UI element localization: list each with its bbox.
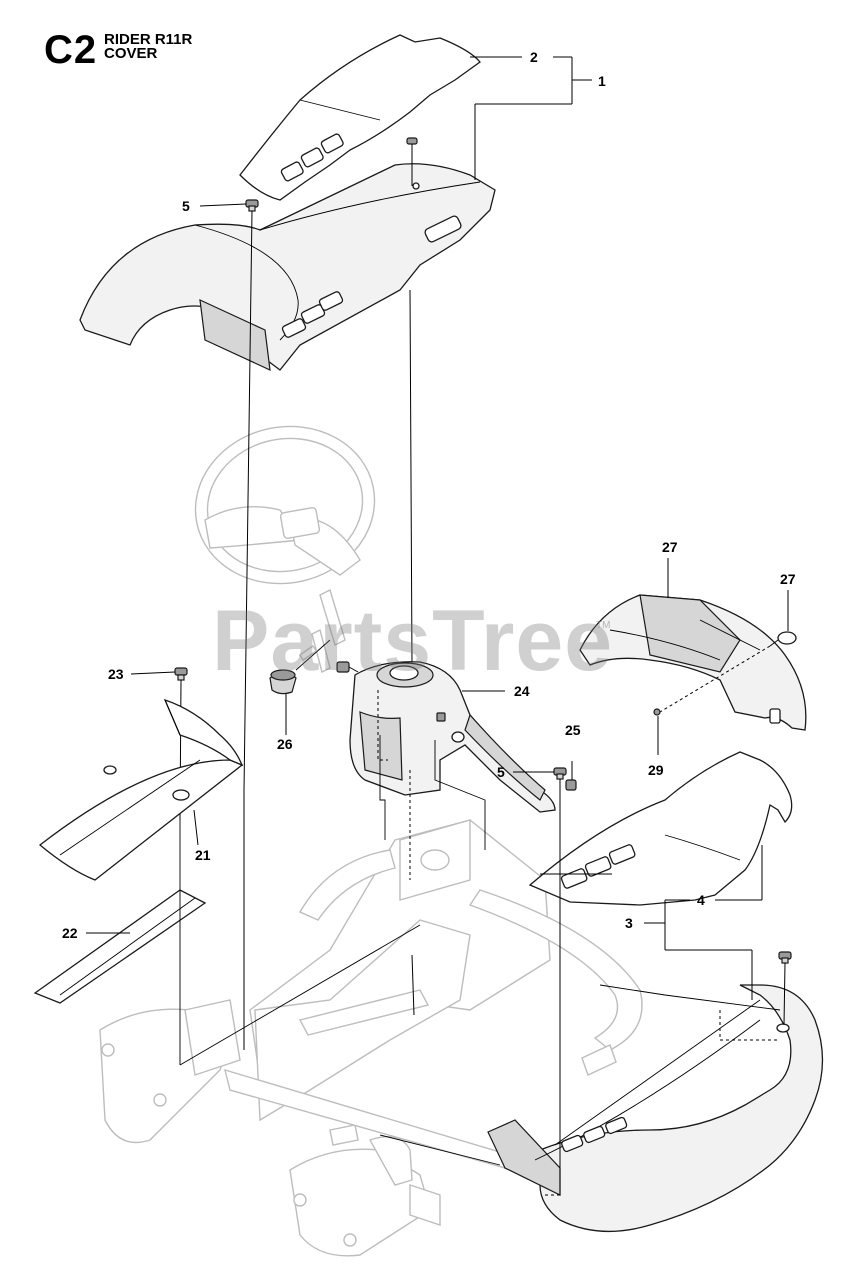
part-3-rear-fender bbox=[487, 984, 824, 1233]
part-29-washer bbox=[653, 708, 661, 755]
watermark-tm: TM bbox=[596, 620, 611, 631]
chassis-frame bbox=[99, 819, 643, 1257]
callout-5-upper: 5 bbox=[182, 198, 190, 214]
callout-leaders bbox=[86, 56, 763, 1000]
part-1-front-cover bbox=[79, 163, 496, 371]
callout-24: 24 bbox=[514, 683, 530, 699]
callout-23: 23 bbox=[108, 666, 124, 682]
callout-2: 2 bbox=[530, 49, 538, 65]
callout-3: 3 bbox=[625, 915, 633, 931]
steering-wheel bbox=[194, 425, 376, 674]
model-name: RIDER R11R bbox=[104, 31, 193, 48]
screw-25 bbox=[565, 761, 577, 791]
part-26-knob bbox=[269, 639, 331, 735]
screw-5-lower bbox=[553, 767, 567, 1195]
part-27-rear-cover bbox=[579, 594, 807, 731]
screw-fender-right bbox=[778, 951, 792, 1026]
callout-26: 26 bbox=[277, 736, 293, 752]
callout-27: 27 bbox=[662, 539, 678, 555]
part-22-strip bbox=[33, 889, 207, 1004]
callout-29: 29 bbox=[648, 762, 664, 778]
callout-4: 4 bbox=[697, 892, 705, 908]
part-28-pin bbox=[769, 590, 797, 647]
callout-25: 25 bbox=[565, 722, 581, 738]
callout-5-lower: 5 bbox=[497, 764, 505, 780]
nut-24 bbox=[336, 661, 446, 722]
callout-21: 21 bbox=[195, 847, 211, 863]
callout-22: 22 bbox=[62, 925, 78, 941]
screw-part-1 bbox=[406, 137, 418, 186]
callout-labels: 2 1 5 27 27 23 24 25 26 29 21 4 3 22 5 bbox=[62, 49, 796, 941]
callout-28: 27 bbox=[780, 571, 796, 587]
watermark: PartsTree bbox=[212, 593, 614, 689]
part-4-floor-mat bbox=[528, 751, 793, 906]
part-2-floor-mat bbox=[239, 34, 481, 201]
diagram-code: C2 bbox=[44, 28, 98, 72]
part-24-column-cover bbox=[349, 661, 556, 813]
section-name: COVER bbox=[104, 45, 158, 62]
callout-1: 1 bbox=[598, 73, 606, 89]
screw-5-upper bbox=[243, 199, 259, 791]
part-21-side-plate bbox=[38, 698, 244, 881]
